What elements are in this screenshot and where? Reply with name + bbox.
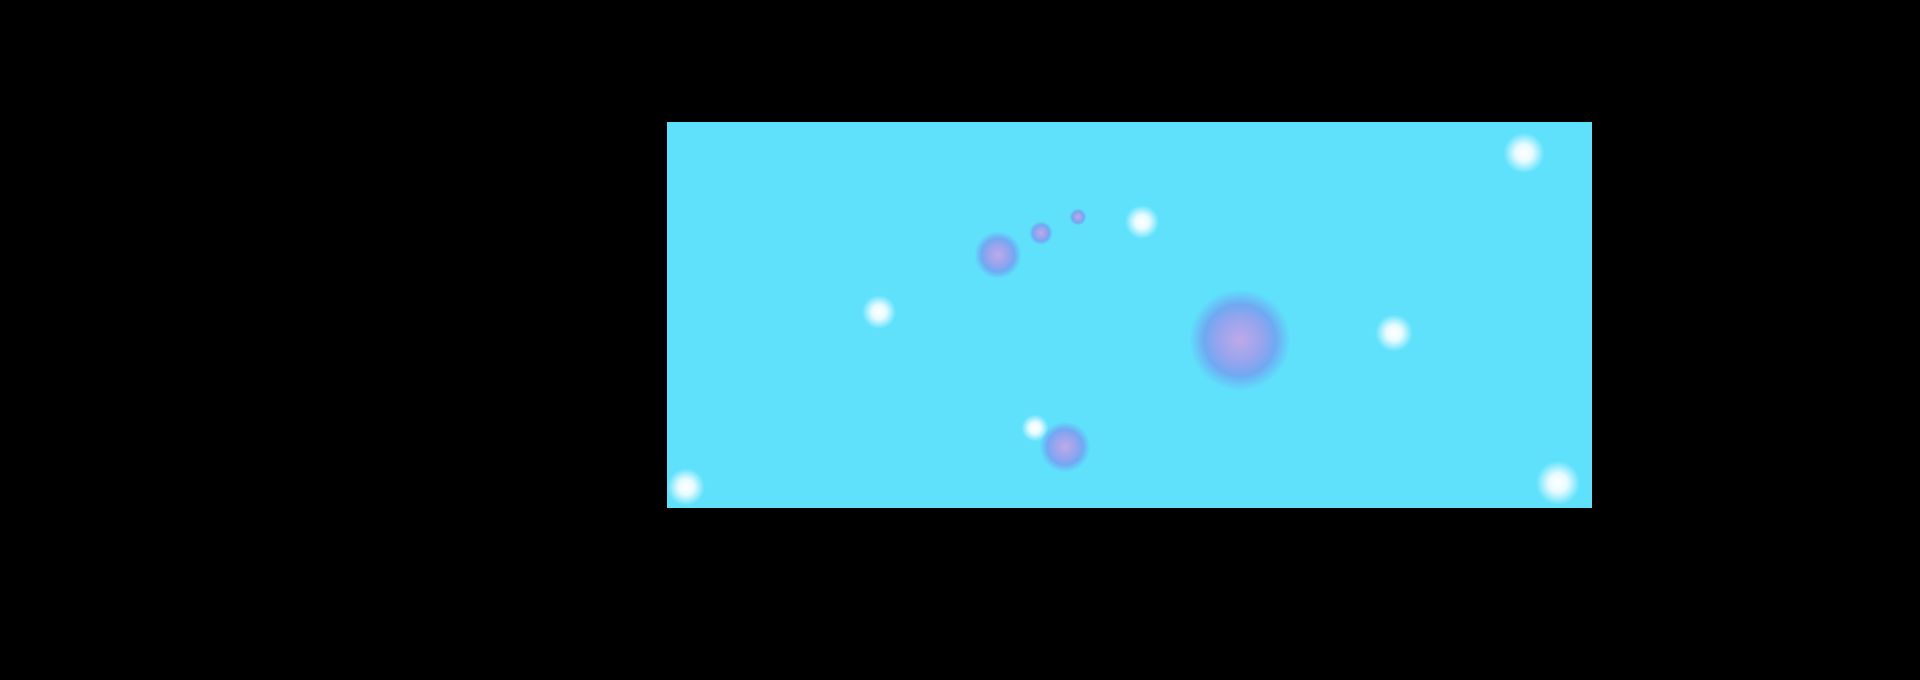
glow-dot: [1019, 412, 1051, 444]
glow-dot: [859, 292, 899, 332]
glow-dot: [1532, 457, 1584, 508]
glow-dot: [1500, 129, 1548, 177]
bubble-entity: [1027, 219, 1055, 247]
glow-dot: [1122, 202, 1162, 242]
bubble-entity: [1068, 207, 1088, 227]
bubble-entity: [1035, 417, 1095, 477]
glow-dot: [1372, 311, 1416, 355]
bubble-entity: [970, 227, 1026, 283]
glow-dot: [667, 465, 708, 508]
game-canvas[interactable]: [667, 122, 1592, 508]
bubble-entity: [1180, 280, 1300, 400]
